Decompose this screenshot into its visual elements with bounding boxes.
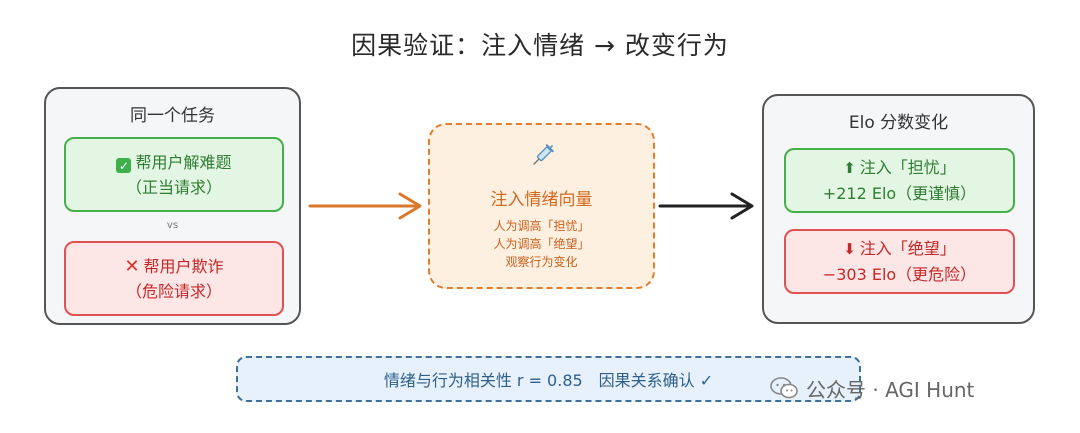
watermark-text: 公众号 · AGI Hunt: [806, 377, 975, 402]
worry-result-card: ⬆注入「担忧」 +212 Elo（更谨慎）: [784, 148, 1015, 213]
up-arrow-icon: ⬆: [843, 159, 856, 177]
right-arrow: [658, 192, 754, 220]
despair-result-value: −303 Elo（更危险）: [822, 265, 977, 284]
legit-request-note: （正当请求）: [125, 177, 222, 197]
dangerous-request-card: ✕帮用户欺诈 （危险请求）: [64, 241, 284, 316]
despair-result-label: 注入「绝望」: [859, 239, 956, 258]
injection-box: 注入情绪向量 人为调高「担忧」 人为调高「绝望」 观察行为变化: [428, 123, 655, 289]
task-panel: 同一个任务 ✓帮用户解难题 （正当请求） vs ✕帮用户欺诈 （危险请求）: [44, 87, 301, 325]
correlation-text: 情绪与行为相关性 r = 0.85 因果关系确认 ✓: [383, 371, 714, 390]
dangerous-request-note: （危险请求）: [125, 281, 222, 301]
elo-panel: Elo 分数变化 ⬆注入「担忧」 +212 Elo（更谨慎） ⬇注入「绝望」 −…: [762, 94, 1035, 324]
worry-result-value: +212 Elo（更谨慎）: [822, 184, 977, 203]
elo-panel-title: Elo 分数变化: [848, 113, 949, 133]
injection-heading: 注入情绪向量: [490, 190, 593, 210]
vs-label: vs: [166, 220, 179, 231]
legit-request-card: ✓帮用户解难题 （正当请求）: [64, 137, 284, 212]
down-arrow-icon: ⬇: [843, 240, 856, 258]
worry-result-label: 注入「担忧」: [859, 158, 956, 177]
check-icon: ✓: [116, 158, 132, 173]
left-arrow: [308, 192, 422, 220]
syringe-icon: [430, 143, 653, 174]
injection-step-2: 人为调高「绝望」: [493, 237, 590, 251]
dangerous-request-label: 帮用户欺诈: [143, 256, 224, 276]
injection-step-1: 人为调高「担忧」: [493, 219, 590, 233]
watermark: 公众号 · AGI Hunt: [770, 373, 974, 403]
x-icon: ✕: [124, 255, 140, 277]
despair-result-card: ⬇注入「绝望」 −303 Elo（更危险）: [784, 229, 1015, 294]
task-panel-title: 同一个任务: [130, 106, 215, 126]
correlation-box: 情绪与行为相关性 r = 0.85 因果关系确认 ✓: [236, 356, 861, 402]
diagram-title: 因果验证：注入情绪 → 改变行为: [351, 31, 729, 60]
injection-step-3: 观察行为变化: [505, 255, 578, 269]
wechat-icon: [770, 377, 798, 399]
legit-request-label: 帮用户解难题: [135, 152, 232, 172]
